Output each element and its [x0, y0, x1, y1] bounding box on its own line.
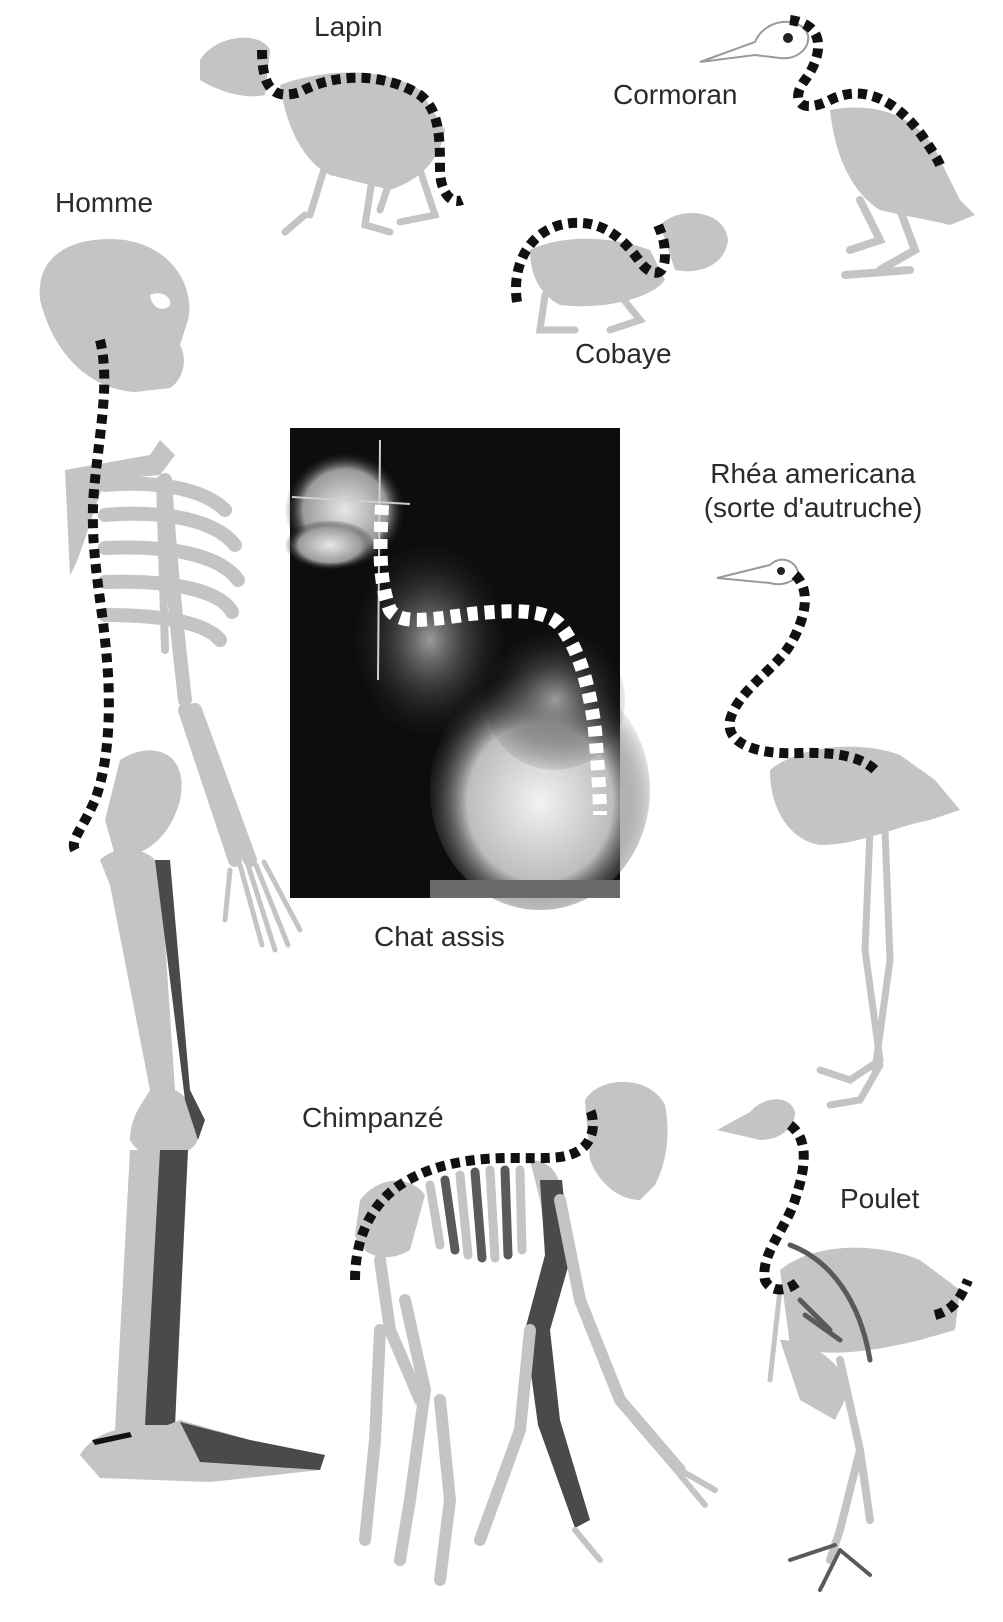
label-homme: Homme — [55, 186, 153, 220]
chimpanzee-skeleton — [355, 1082, 715, 1580]
rhea-skeleton — [717, 560, 960, 1105]
label-rhea: Rhéa americana (sorte d'autruche) — [668, 457, 958, 525]
guinea-pig-skeleton — [516, 213, 728, 330]
human-skeleton — [40, 239, 325, 1482]
chicken-skeleton — [717, 1099, 968, 1590]
rhea-spine-line — [730, 575, 875, 770]
label-rhea-line1: Rhéa americana — [668, 457, 958, 491]
label-poulet: Poulet — [840, 1182, 919, 1216]
label-lapin: Lapin — [314, 10, 383, 44]
human-spine-line — [74, 340, 109, 850]
label-chat-assis: Chat assis — [374, 920, 505, 954]
label-rhea-line2: (sorte d'autruche) — [668, 491, 958, 525]
cormorant-skeleton — [700, 20, 975, 275]
label-cormoran: Cormoran — [613, 78, 737, 112]
label-cobaye: Cobaye — [575, 337, 672, 371]
rabbit-skeleton — [200, 38, 462, 232]
cat-xray-photo — [285, 428, 650, 910]
label-chimpanze: Chimpanzé — [302, 1101, 444, 1135]
